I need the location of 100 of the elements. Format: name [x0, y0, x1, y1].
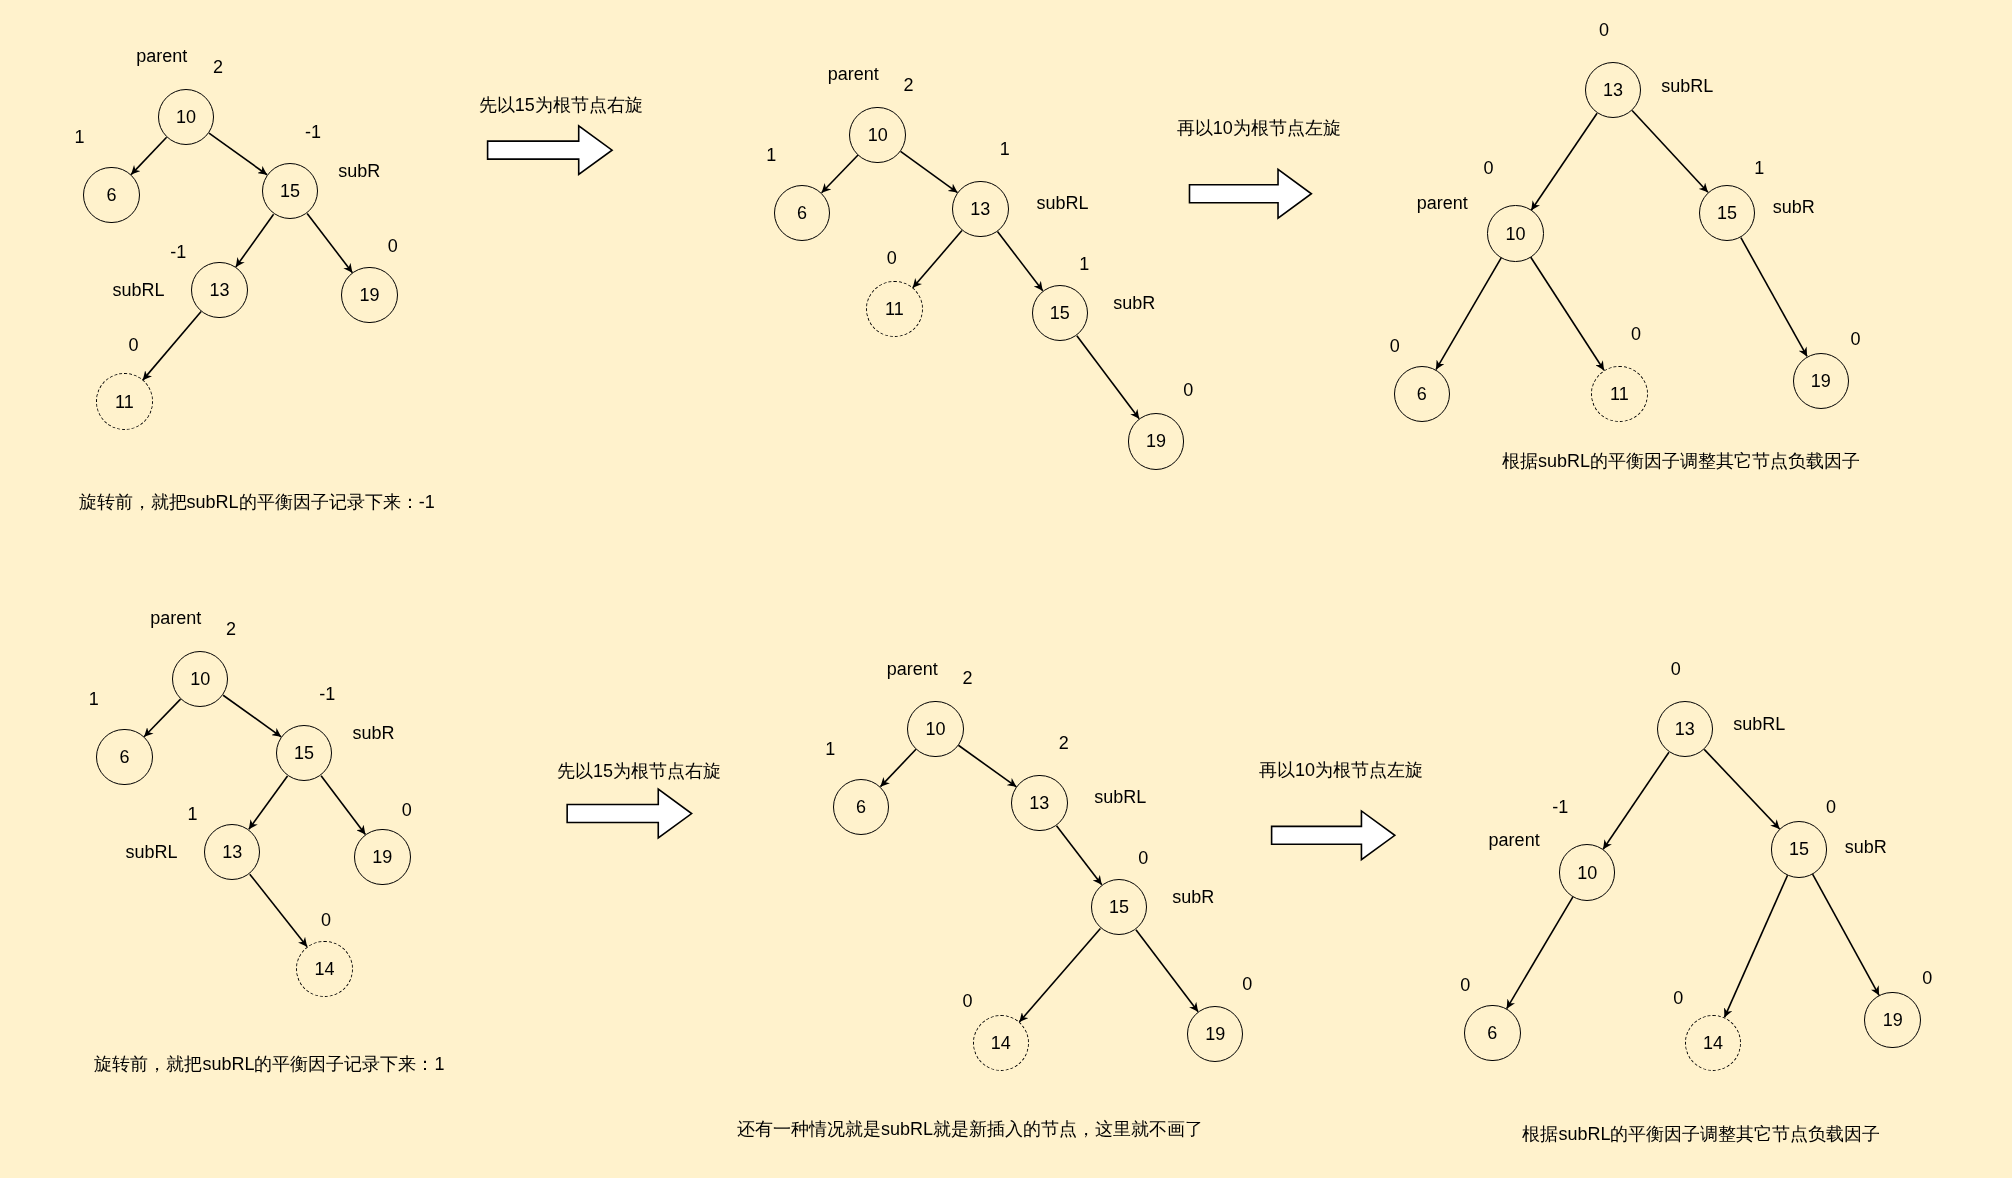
- node-value: 15: [294, 744, 315, 763]
- balance-factor: 2: [962, 667, 973, 688]
- balance-factor: 2: [213, 56, 224, 77]
- node-value: 14: [990, 1034, 1011, 1053]
- node-value: 6: [1416, 384, 1427, 403]
- arrow: [248, 873, 308, 948]
- balance-factor: -1: [170, 241, 187, 262]
- arrow: [130, 136, 168, 176]
- node-value: 19: [1810, 372, 1831, 391]
- balance-factor: 0: [320, 910, 331, 930]
- balance-factor: 0: [128, 335, 139, 356]
- node-value: 15: [1788, 840, 1809, 859]
- arrow: [235, 213, 275, 268]
- node-value: 15: [279, 182, 300, 201]
- balance-factor: 1: [999, 138, 1010, 159]
- step-label: 先以15为根节点右旋: [557, 761, 721, 782]
- node-value: 6: [106, 186, 117, 204]
- balance-factor: 0: [886, 247, 897, 268]
- arrow: [1631, 109, 1709, 194]
- balance-factor: 1: [1079, 254, 1090, 275]
- node-value: 6: [1487, 1023, 1498, 1042]
- balance-factor: 1: [88, 689, 99, 710]
- pointer-label: parent: [150, 608, 202, 629]
- arrow: [1530, 112, 1598, 211]
- node-value: 13: [1029, 794, 1050, 813]
- arrow: [1055, 824, 1103, 886]
- pointer-label: subRL: [125, 842, 178, 862]
- node-value: 13: [209, 280, 230, 299]
- arrow: [1018, 927, 1102, 1023]
- balance-factor: 0: [1183, 380, 1194, 401]
- node-value: 6: [796, 204, 807, 222]
- arrow: [1076, 334, 1140, 420]
- balance-factor: 0: [1922, 967, 1933, 988]
- node-value: 6: [119, 748, 130, 767]
- pointer-label: subRL: [1036, 192, 1089, 213]
- balance-factor: 0: [962, 990, 973, 1011]
- note-text: 旋转前，就把subRL的平衡因子记录下来：1: [94, 1053, 445, 1074]
- note-text: 根据subRL的平衡因子调整其它节点负载因子: [1501, 450, 1860, 471]
- balance-factor: 1: [74, 127, 85, 148]
- balance-factor: 1: [825, 739, 836, 760]
- balance-factor: -1: [1552, 797, 1569, 818]
- pointer-label: subRL: [1094, 786, 1147, 807]
- arrow: [141, 310, 202, 381]
- pointer-label: parent: [827, 64, 879, 85]
- pointer-label: parent: [136, 46, 188, 67]
- arrow: [1505, 896, 1574, 1010]
- arrow: [820, 154, 859, 194]
- pointer-label: subRL: [1661, 75, 1714, 96]
- balance-factor: 1: [766, 145, 777, 166]
- node-value: 13: [1602, 80, 1623, 99]
- node-value: 19: [1882, 1011, 1903, 1030]
- balance-factor: 0: [1389, 336, 1400, 357]
- balance-factor: 2: [903, 74, 914, 95]
- pointer-label: parent: [1488, 830, 1540, 851]
- balance-factor: 0: [1598, 19, 1609, 40]
- pointer-label: subRL: [1733, 713, 1786, 734]
- arrow: [143, 698, 182, 738]
- node-value: 13: [1674, 719, 1695, 738]
- arrow: [222, 694, 282, 738]
- arrow: [1703, 748, 1781, 830]
- note-text: 旋转前，就把subRL的平衡因子记录下来：-1: [78, 491, 435, 512]
- node-value: 15: [1049, 304, 1070, 323]
- balance-factor: 2: [1058, 732, 1069, 753]
- balance-factor: 0: [1673, 988, 1684, 1009]
- balance-factor: 0: [1242, 974, 1253, 995]
- node-value: 10: [1577, 863, 1598, 882]
- node-value: 19: [1205, 1025, 1226, 1044]
- step-label: 先以15为根节点右旋: [478, 95, 643, 116]
- balance-factor: 0: [401, 799, 412, 820]
- balance-factor: 0: [387, 236, 398, 257]
- node-value: 11: [115, 392, 134, 411]
- node-value: 19: [372, 848, 393, 867]
- node-value: 15: [1717, 204, 1738, 222]
- pointer-label: subR: [338, 160, 381, 181]
- node-value: 10: [176, 107, 197, 126]
- pointer-label: subR: [352, 722, 395, 743]
- pointer-label: subR: [1172, 886, 1215, 907]
- node-value: 19: [359, 286, 380, 305]
- balance-factor: 0: [1483, 158, 1494, 179]
- pointer-label: parent: [886, 658, 938, 679]
- balance-factor: 1: [187, 803, 198, 824]
- arrow: [208, 132, 268, 176]
- balance-factor: 0: [1138, 848, 1149, 869]
- pointer-label: subR: [1844, 836, 1887, 857]
- balance-factor: 0: [1670, 658, 1681, 679]
- node-value: 19: [1146, 432, 1167, 451]
- arrow: [879, 748, 917, 788]
- node-value: 10: [867, 125, 888, 144]
- arrow: [248, 775, 289, 830]
- pointer-label: subR: [1772, 196, 1815, 217]
- arrow: [899, 150, 959, 194]
- balance-factor: -1: [319, 684, 336, 705]
- arrow: [1723, 874, 1789, 1019]
- balance-factor: 0: [1826, 797, 1837, 818]
- pointer-label: subR: [1113, 292, 1156, 313]
- node-value: 6: [856, 798, 866, 817]
- arrow: [1740, 236, 1808, 358]
- pointer-label: subRL: [112, 280, 165, 300]
- step-label: 再以10为根节点左旋: [1176, 118, 1341, 139]
- arrow: [1602, 751, 1670, 850]
